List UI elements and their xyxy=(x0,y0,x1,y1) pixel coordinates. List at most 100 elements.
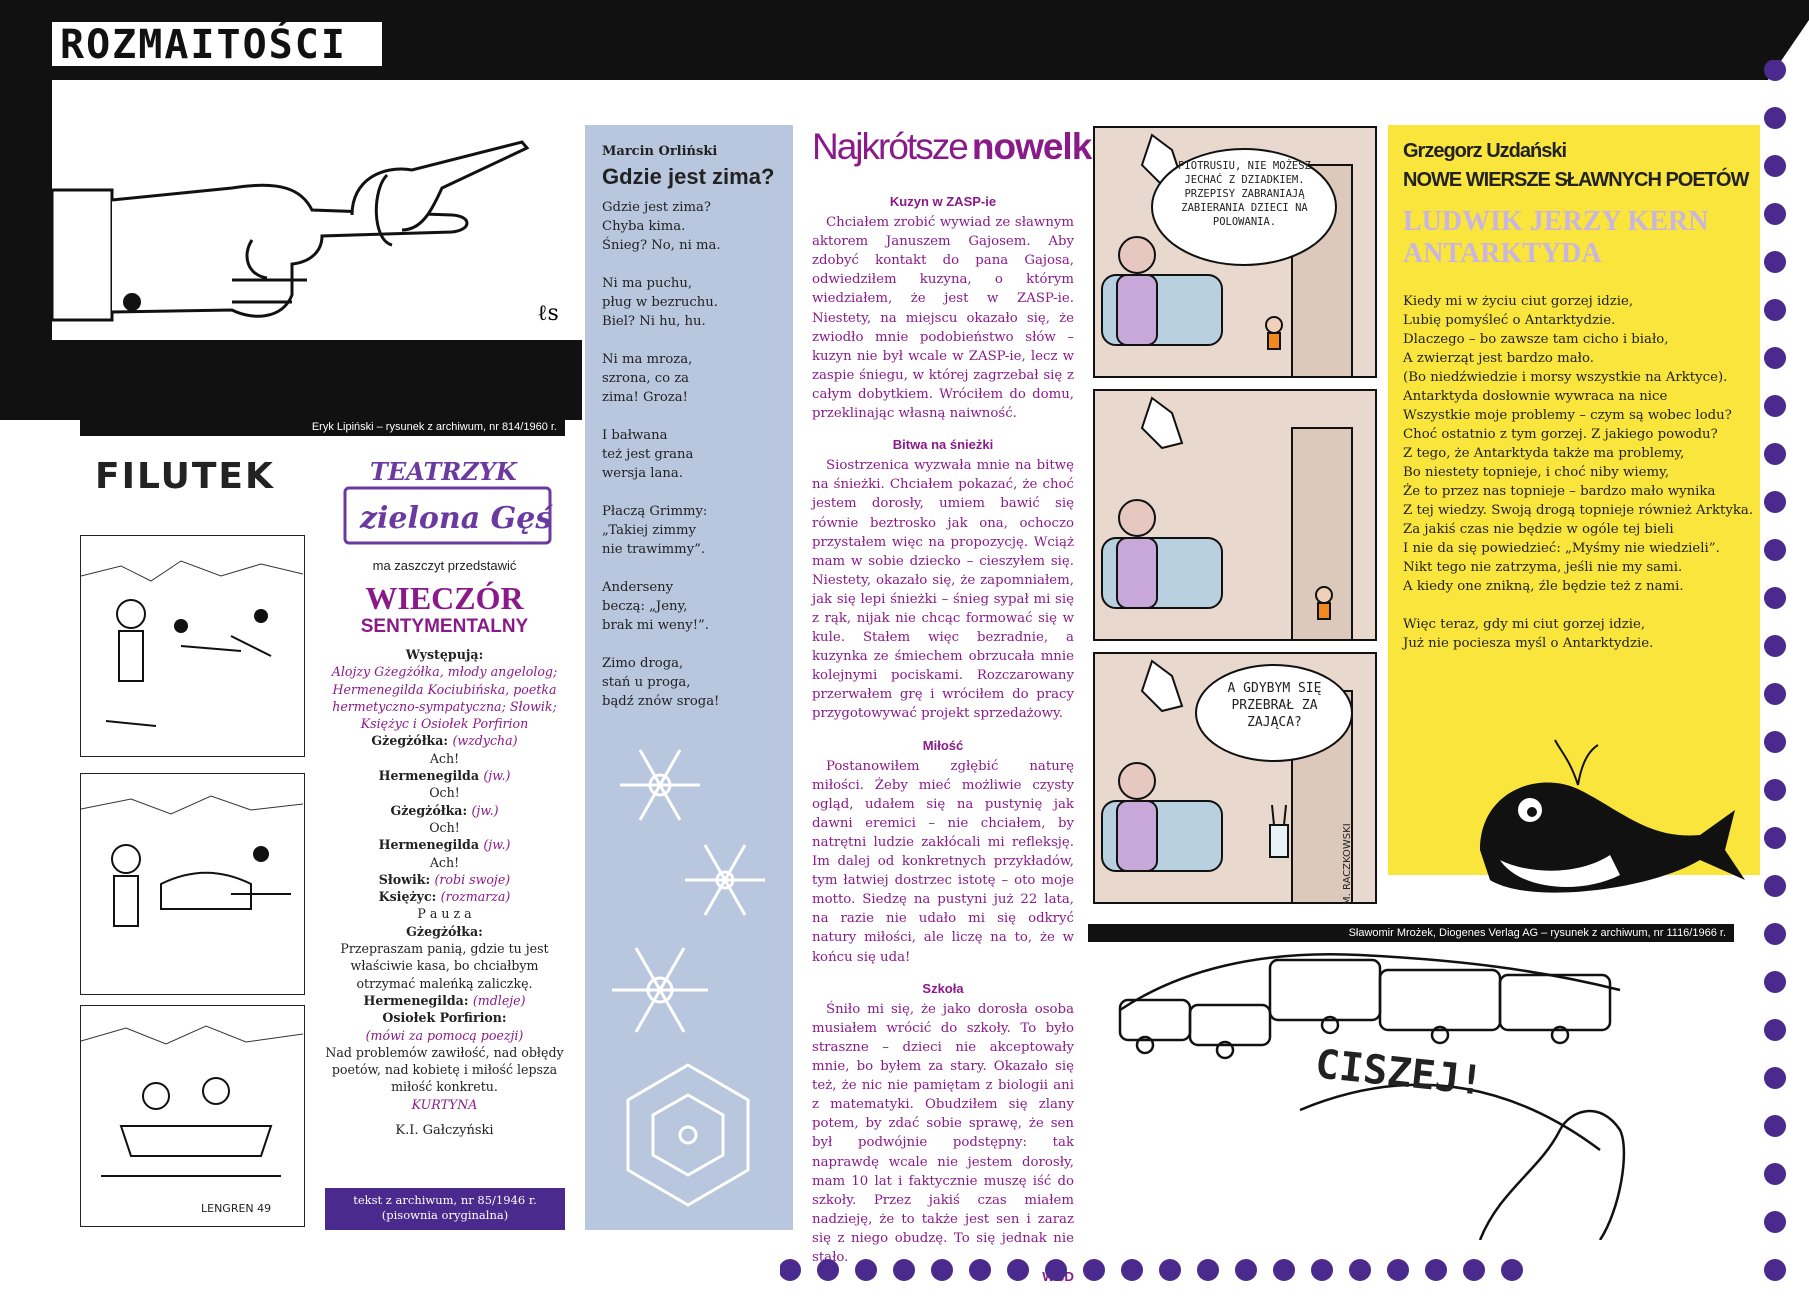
poem-line: Że to przez nas topnieje – bardzo mało w… xyxy=(1403,484,1716,499)
zima-stanza: Gdzie jest zima? Chyba kima. Śnieg? No, … xyxy=(602,200,721,253)
zima-stanza: Anderseny beczą: „Jeny, brak mi weny!”. xyxy=(602,580,709,633)
filutek-panel-1 xyxy=(80,535,305,757)
nowelki-title-bold: nowelki xyxy=(971,126,1102,167)
teatrzyk-line: Och! xyxy=(429,819,460,835)
teatrzyk-block: ma zaszczyt przedstawić WIECZÓR SENTYMEN… xyxy=(322,556,567,1140)
nowelka-text: Postanowiłem zgłębić naturę miłości. Żeb… xyxy=(812,758,1074,965)
wiersze-poem-title: ANTARKTYDA xyxy=(1403,238,1602,269)
teatrzyk-line: KURTYNA xyxy=(411,1096,478,1112)
zima-stanza: Ni ma puchu, pług w bezruchu. Biel? Ni h… xyxy=(602,276,718,329)
nowelka-text: Siostrzenica wyzwała mnie na bitwę na śn… xyxy=(812,458,1074,722)
wiersze-column xyxy=(1388,125,1760,875)
poem-line: Kiedy mi w życiu ciut gorzej idzie, xyxy=(1403,294,1634,309)
logo-line1: TEATRZYK xyxy=(370,457,518,486)
zima-text: Marcin Orliński Gdzie jest zima? Gdzie j… xyxy=(602,142,782,730)
poem-line: Już nie pociesza myśl o Antarktydzie. xyxy=(1403,636,1654,651)
filutek-panel-2 xyxy=(80,773,305,995)
filutek-title: FILUTEK xyxy=(95,456,275,497)
teatrzyk-title1: WIECZÓR xyxy=(365,580,524,616)
teatrzyk-line: Hermenegilda (jw.) xyxy=(378,768,511,784)
teatrzyk-line: Hermenegilda (jw.) xyxy=(378,837,511,853)
section-title: ROZMAITOŚCI xyxy=(48,8,408,72)
filutek-panel-3: LENGREN 49 xyxy=(80,1005,305,1227)
wiersze-lines: Kiedy mi w życiu ciut gorzej idzie, Lubię… xyxy=(1403,292,1753,653)
mrozek-caption: Sławomir Mrożek, Diogenes Verlag AG – ry… xyxy=(1088,924,1734,942)
nowelki-title: Najkrótsze nowelki xyxy=(812,126,1102,186)
poem-line: Bo niestety topnieje, i choć niby wiemy, xyxy=(1403,465,1670,480)
mrozek-strip: PIOTRUSIU, NIE MOŻESZ JECHAĆ Z DZIADKIEM… xyxy=(1092,125,1378,920)
poem-line: (Bo niedźwiedzie i morsy wszystkie na Ar… xyxy=(1403,370,1728,385)
left-black-band-lower xyxy=(52,340,582,420)
zima-stanza: Płaczą Grimmy: „Takiej zimmy nie trawimm… xyxy=(602,504,708,557)
teatrzyk-line: Księżyc: (rozmarza) xyxy=(378,889,511,905)
comic-signature: M. RACZKOWSKI xyxy=(1342,823,1353,905)
ciszej-drawing: CISZEJ! xyxy=(1100,950,1740,1241)
teatrzyk-line: P a u z a xyxy=(417,906,472,922)
nowelka-heading: Miłość xyxy=(922,737,964,753)
poem-line: Antarktyda dosłownie wywraca na nice xyxy=(1403,389,1668,404)
nowelka-text: Chciałem zrobić wywiad ze sławnym aktore… xyxy=(812,215,1074,422)
teatrzyk-line: Przepraszam panią, gdzie tu jest właściw… xyxy=(340,941,549,991)
wiersze-series: NOWE WIERSZE SŁAWNYCH POETÓW xyxy=(1403,169,1749,191)
teatrzyk-line: Osiołek Porfirion: xyxy=(382,1010,507,1026)
poem-line: I nie da się powiedzieć: „Myśmy nie wied… xyxy=(1403,541,1720,556)
teatrzyk-line: Gżegżółka: (jw.) xyxy=(390,802,499,818)
poem-line: A zwierząt jest bardzo mało. xyxy=(1403,351,1594,366)
teatrzyk-intro: ma zaszczyt przedstawić xyxy=(372,558,517,573)
zima-stanza: Zimo droga, stań u proga, bądź znów srog… xyxy=(602,656,720,709)
poem-line: Lubię pomyśleć o Antarktydzie. xyxy=(1403,313,1616,328)
nowelki-title-light: Najkrótsze xyxy=(812,126,969,167)
teatrzyk-caption: tekst z archiwum, nr 85/1946 r. (pisowni… xyxy=(325,1188,565,1230)
teatrzyk-line: (mówi za pomocą poezji) xyxy=(365,1027,524,1043)
teatrzyk-line: Nad problemów zawiłość, nad obłędy poetó… xyxy=(325,1044,564,1095)
snowflakes-illustration xyxy=(612,749,765,1207)
teatrzyk-author: K.I. Gałczyński xyxy=(395,1123,494,1139)
zima-stanza: Ni ma mroza, szrona, co za zima! Groza! xyxy=(602,352,693,405)
zima-title: Gdzie jest zima? xyxy=(602,164,775,189)
zima-stanza: I bałwana też jest grana wersja lana. xyxy=(602,428,694,481)
poem-line: Dlaczego – bo zawsze tam cicho i biało, xyxy=(1403,332,1669,347)
wiersze-poet: LUDWIK JERZY KERN xyxy=(1403,206,1709,237)
teatrzyk-line: Ach! xyxy=(429,854,460,870)
nowelka-text: Śniło mi się, że jako dorosła osoba musi… xyxy=(812,1001,1074,1265)
teatrzyk-line: Słowik: (robi swoje) xyxy=(378,871,511,887)
teatrzyk-title2: SENTYMENTALNY xyxy=(360,616,529,637)
comic-bubble-3: A GDYBYM SIĘ PRZEBRAŁ ZA ZAJĄCA? xyxy=(1227,681,1322,730)
teatrzyk-line: Och! xyxy=(429,785,460,801)
poem-line: Za jakiś czas nie będzie w ogóle tej bie… xyxy=(1403,522,1674,537)
lipinski-drawing-area: ℓs xyxy=(50,80,582,340)
teatrzyk-line: Gżegżółka: (wzdycha) xyxy=(371,733,518,749)
zima-column xyxy=(585,125,793,1230)
poem-line: Wszystkie moje problemy – czym są wobec … xyxy=(1403,408,1732,423)
filutek-signature: LENGREN 49 xyxy=(201,1202,272,1215)
logo-line2: zielona Gęś xyxy=(359,501,553,536)
nowelka-heading: Kuzyn w ZASP-ie xyxy=(889,194,997,209)
dots-right-border xyxy=(1764,60,1786,1281)
poem-line xyxy=(1403,596,1753,615)
zima-author: Marcin Orliński xyxy=(602,144,718,159)
lipinski-caption: Eryk Lipiński – rysunek z archiwum, nr 8… xyxy=(80,418,565,436)
nowelka-heading: Bitwa na śnieżki xyxy=(892,437,994,453)
teatrzyk-line: Hermenegilda: (mdleje) xyxy=(363,992,526,1008)
left-black-band xyxy=(0,80,52,420)
zielona-ges-logo: TEATRZYK zielona Gęś xyxy=(340,448,555,548)
poem-line: Więc teraz, gdy mi ciut gorzej idzie, xyxy=(1403,617,1646,632)
poem-line: Nikt tego nie zatrzyma, jeśli nie my sam… xyxy=(1403,560,1683,575)
teatrzyk-line: Gżegżółka: xyxy=(406,923,483,939)
teatrzyk-line: Ach! xyxy=(429,750,460,766)
dots-bottom-border xyxy=(780,1259,1523,1281)
poem-line: Z tego, że Antarktyda także ma problemy, xyxy=(1403,446,1685,461)
wiersze-text: Grzegorz Uzdański NOWE WIERSZE SŁAWNYCH … xyxy=(1403,140,1753,653)
whale-illustration xyxy=(1480,739,1745,893)
comic-bubble-1: PIOTRUSIU, NIE MOŻESZ JECHAĆ Z DZIADKIEM… xyxy=(1178,160,1311,228)
poem-line: Z tej wiedzy. Swoją drogą topnieje równi… xyxy=(1403,503,1754,518)
teatrzyk-line: Alojzy Gżegżółka, młody angelolog; Herme… xyxy=(331,664,558,732)
teatrzyk-lines: Występują: Alojzy Gżegżółka, młody angel… xyxy=(322,646,567,1113)
hand-dog-illustration: ℓs xyxy=(50,140,559,326)
nowelka-heading: Szkoła xyxy=(922,980,964,996)
poem-line: A kiedy one znikną, źle będzie też z nam… xyxy=(1403,579,1684,594)
teatrzyk-line: Występują: xyxy=(405,647,484,662)
wiersze-author: Grzegorz Uzdański xyxy=(1403,140,1567,162)
section-title-text: ROZMAITOŚCI xyxy=(60,20,347,68)
